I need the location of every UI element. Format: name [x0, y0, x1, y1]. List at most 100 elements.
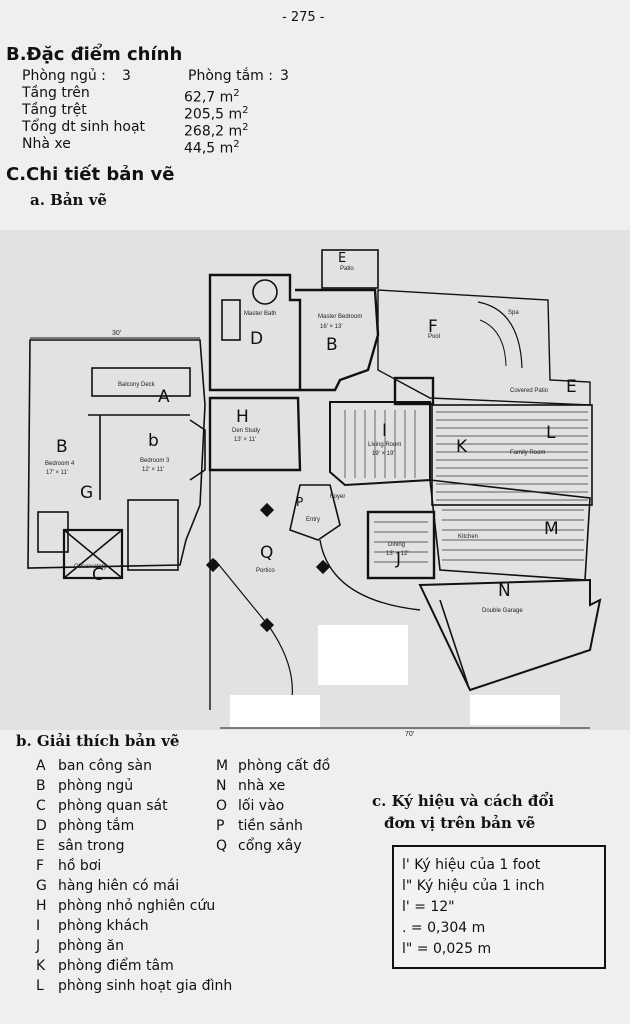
- bay-window: [189, 419, 206, 481]
- hand-label-b: b: [148, 431, 159, 451]
- legend-value: phòng quan sát: [58, 798, 168, 814]
- hand-label-L: L: [546, 423, 556, 443]
- spec-value: 3: [280, 68, 289, 84]
- label-den-study-dim: 13' × 11': [234, 437, 256, 443]
- legend-value: phòng khách: [58, 918, 149, 934]
- legend-key: Q: [216, 838, 228, 854]
- legend-key: B: [36, 778, 46, 794]
- scan-blank: [230, 695, 320, 727]
- spec-row: Tầng trệt 205,5 m2: [22, 102, 322, 123]
- label-pool: Pool: [428, 334, 440, 340]
- legend-value: tiền sảnh: [238, 818, 303, 834]
- hand-label-B: B: [56, 437, 68, 457]
- floor-hatching: [344, 410, 588, 563]
- units-title-line2: đơn vị trên bản vẽ: [384, 814, 536, 832]
- hand-label-M: M: [544, 519, 559, 539]
- label-master-bath: Master Bath: [244, 311, 276, 317]
- label-family-room: Family Room: [510, 450, 545, 456]
- hand-label-K: K: [456, 437, 468, 457]
- label-bedroom4-dim: 17' × 11': [46, 470, 68, 476]
- legend-value: ban công sàn: [58, 758, 153, 774]
- garage-walls: [418, 578, 602, 692]
- spec-value: 205,5 m: [184, 106, 243, 123]
- unit-line: l" = 0,025 m: [402, 941, 492, 957]
- legend-value: phòng cất đồ: [238, 758, 331, 774]
- label-foyer: Foyer: [330, 494, 345, 500]
- paper-plan-area: [0, 230, 630, 730]
- living-room-walls: [329, 401, 431, 487]
- scan-blank: [318, 625, 408, 685]
- master-bath-walls: [208, 273, 302, 392]
- stair-upper: [127, 499, 179, 571]
- label-covered-patio: Covered Patio: [510, 388, 549, 394]
- family-room-walls: [431, 404, 593, 506]
- den-study-walls: [208, 396, 302, 472]
- legend-value: lối vào: [238, 798, 285, 814]
- label-den-study: Den Study: [232, 428, 260, 434]
- tub-icon: [252, 279, 278, 305]
- legend-key: D: [36, 818, 47, 834]
- vanity: [221, 299, 241, 341]
- label-spa: Spa: [508, 310, 519, 316]
- hand-label-N: N: [498, 581, 511, 601]
- label-observatory: Observatory: [74, 564, 107, 570]
- hand-label-J: J: [395, 549, 401, 569]
- spec-label: Phòng ngủ :: [22, 68, 106, 84]
- paper-top: [0, 0, 630, 230]
- spec-row: Tổng dt sinh hoạt 268,2 m2: [22, 119, 322, 140]
- legend-key: I: [36, 918, 41, 934]
- legend-key: O: [216, 798, 228, 814]
- unit-line: l' Ký hiệu của 1 foot: [402, 857, 541, 873]
- unit-line: . = 0,304 m: [402, 920, 486, 936]
- legend-value: nhà xe: [238, 778, 286, 794]
- spec-label: Nhà xe: [22, 136, 71, 152]
- hand-label-G: G: [80, 483, 93, 503]
- label-dining-dim: 13' × 12': [386, 551, 408, 557]
- spec-unit: 2: [233, 88, 240, 99]
- unit-line: l" Ký hiệu của 1 inch: [402, 878, 545, 894]
- spec-value: 62,7 m: [184, 89, 234, 106]
- hand-label-P: P: [296, 495, 303, 509]
- label-bedroom4: Bedroom 4: [45, 461, 75, 467]
- label-entry: Entry: [306, 517, 320, 523]
- legend-key: E: [36, 838, 45, 854]
- spec-value: 268,2 m: [184, 123, 243, 140]
- spa-arc: [477, 301, 523, 369]
- legend-key: A: [36, 758, 46, 774]
- label-master-bedroom-dim: 16' × 13': [320, 324, 342, 330]
- legend-value: hồ bơi: [58, 858, 102, 874]
- floor-plan: Patio Master Bath Master Bedroom 16' × 1…: [27, 249, 602, 738]
- label-double-garage: Double Garage: [482, 608, 523, 614]
- hand-label-E: E: [338, 251, 346, 266]
- legend-key: K: [36, 958, 46, 974]
- legend-value: phòng nhỏ nghiên cứu: [58, 898, 216, 914]
- legend-key: F: [36, 858, 45, 874]
- hand-label-B: B: [326, 335, 338, 355]
- label-portico: Portico: [256, 568, 275, 574]
- label-patio: Patio: [340, 266, 354, 272]
- spec-label: Tầng trệt: [22, 102, 87, 118]
- legend-value: sân trong: [58, 838, 125, 854]
- portico-curve: [319, 539, 421, 611]
- spec-unit: 2: [233, 139, 240, 150]
- label-living-room-dim: 19' × 19': [372, 451, 394, 457]
- legend-key: J: [36, 938, 41, 954]
- legend-key: N: [216, 778, 227, 794]
- hand-label-E: E: [566, 377, 577, 397]
- dining-walls: [366, 510, 436, 580]
- units-box: l' Ký hiệu của 1 foot l" Ký hiệu của 1 i…: [392, 845, 606, 969]
